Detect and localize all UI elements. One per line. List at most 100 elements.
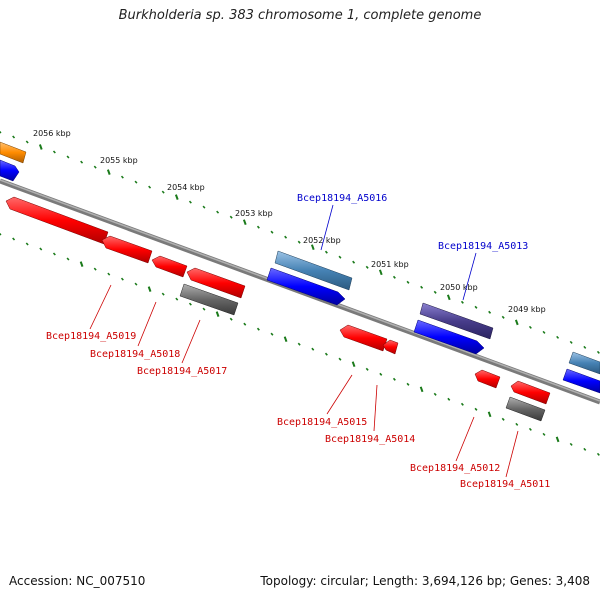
tick-mark-lower	[215, 311, 220, 317]
tick-mark-lower	[297, 342, 301, 346]
gene-blue-edge[interactable]	[0, 159, 20, 182]
tick-row-lower	[0, 232, 600, 456]
tick-mark-upper	[446, 294, 451, 301]
tick-label-2050: 2050 kbp	[440, 283, 478, 292]
leader-a5019	[89, 284, 112, 330]
label-a5014[interactable]: Bcep18194_A5014	[325, 434, 415, 445]
tick-mark-upper	[310, 244, 315, 251]
map-title: Burkholderia sp. 383 chromosome 1, compl…	[118, 8, 482, 23]
tick-mark-lower	[270, 332, 274, 336]
tick-mark-lower	[283, 336, 288, 343]
tick-mark-upper	[134, 180, 138, 184]
tick-mark-lower	[555, 436, 560, 443]
tick-mark-lower	[12, 237, 16, 241]
gene-a5019[interactable]	[5, 196, 109, 245]
tick-label-2056: 2056 kbp	[33, 129, 71, 138]
tick-mark-upper	[256, 225, 260, 229]
tick-mark-upper	[488, 310, 492, 314]
tick-mark-lower	[379, 372, 383, 376]
tick-mark-upper	[174, 194, 179, 200]
tick-mark-upper	[148, 185, 152, 189]
tick-mark-lower	[0, 232, 2, 236]
tick-mark-lower	[528, 427, 532, 431]
tick-mark-upper	[365, 265, 369, 269]
gene-a5013-blue[interactable]	[413, 319, 485, 355]
tick-mark-lower	[406, 382, 410, 386]
tick-mark-lower	[188, 302, 192, 306]
tick-mark-lower	[460, 402, 464, 406]
tick-mark-upper	[161, 190, 165, 194]
label-a5012[interactable]: Bcep18194_A5012	[410, 463, 500, 474]
label-a5017[interactable]: Bcep18194_A5017	[137, 366, 227, 377]
tick-mark-upper	[270, 230, 274, 234]
accession-text: Accession: NC_007510	[9, 574, 146, 588]
tick-mark-upper	[583, 345, 587, 349]
label-a5018[interactable]: Bcep18194_A5018	[90, 349, 180, 360]
tick-mark-upper	[12, 135, 16, 139]
tick-mark-upper	[324, 250, 328, 254]
tick-label-2051: 2051 kbp	[371, 260, 409, 269]
leader-a5012	[455, 416, 475, 462]
tick-mark-upper	[569, 340, 573, 344]
tick-mark-lower	[596, 452, 600, 456]
gene-a5011-red[interactable]	[510, 380, 551, 405]
gene-steel-right-edge[interactable]	[568, 351, 600, 375]
tick-mark-lower	[175, 297, 179, 301]
tick-mark-upper	[556, 335, 560, 339]
tick-mark-upper	[229, 215, 233, 219]
tick-mark-lower	[474, 407, 478, 411]
gene-a5012[interactable]	[474, 369, 501, 389]
tick-mark-lower	[79, 261, 84, 267]
tick-mark-lower	[351, 361, 356, 368]
tick-mark-lower	[311, 347, 315, 351]
tick-mark-lower	[39, 247, 43, 251]
tick-mark-upper	[38, 144, 43, 150]
tick-mark-lower	[569, 442, 573, 446]
tick-mark-lower	[243, 322, 247, 326]
tick-mark-upper	[66, 155, 70, 159]
tick-mark-upper	[106, 169, 111, 175]
tick-mark-lower	[487, 411, 492, 418]
tick-mark-lower	[52, 252, 56, 256]
gene-a5017-red[interactable]	[186, 267, 246, 299]
label-a5011[interactable]: Bcep18194_A5011	[460, 479, 550, 490]
label-a5015[interactable]: Bcep18194_A5015	[277, 417, 367, 428]
tick-mark-upper	[406, 280, 410, 284]
tick-mark-upper	[297, 240, 301, 244]
gene-a5015[interactable]	[339, 324, 388, 352]
tick-mark-lower	[392, 377, 396, 381]
tick-mark-upper	[202, 205, 206, 209]
tick-mark-lower	[365, 367, 369, 371]
tick-mark-upper	[52, 150, 56, 154]
leader-a5018	[137, 301, 157, 347]
tick-mark-upper	[0, 130, 2, 134]
tick-mark-lower	[66, 257, 70, 261]
gene-a5017[interactable]	[179, 283, 239, 316]
tick-mark-lower	[433, 392, 437, 396]
tick-mark-lower	[542, 432, 546, 436]
tick-mark-upper	[188, 200, 192, 204]
gene-a5014[interactable]	[382, 339, 399, 355]
tick-mark-lower	[107, 272, 111, 276]
topology-text: Topology: circular; Length: 3,694,126 bp…	[260, 574, 590, 588]
gene-a5016[interactable]	[274, 250, 353, 291]
leader-a5011	[505, 430, 519, 478]
gene-orange-edge[interactable]	[0, 141, 27, 164]
gene-blue-right-edge[interactable]	[562, 368, 600, 394]
leader-a5015	[326, 374, 353, 415]
gene-a5013[interactable]	[419, 302, 494, 340]
gene-a5011[interactable]	[505, 396, 546, 422]
tick-mark-upper	[216, 210, 220, 214]
gene-a5018b[interactable]	[151, 255, 188, 278]
tick-mark-upper	[542, 330, 546, 334]
tick-mark-upper	[284, 235, 288, 239]
label-a5019[interactable]: Bcep18194_A5019	[46, 331, 136, 342]
gene-a5018[interactable]	[101, 235, 153, 264]
leader-a5013	[462, 252, 477, 301]
tick-mark-upper	[460, 300, 464, 304]
gene-a5016-blue[interactable]	[266, 267, 346, 306]
tick-mark-upper	[392, 275, 396, 279]
tick-mark-upper	[338, 255, 342, 259]
label-a5016[interactable]: Bcep18194_A5016	[297, 193, 387, 204]
label-a5013[interactable]: Bcep18194_A5013	[438, 241, 528, 252]
